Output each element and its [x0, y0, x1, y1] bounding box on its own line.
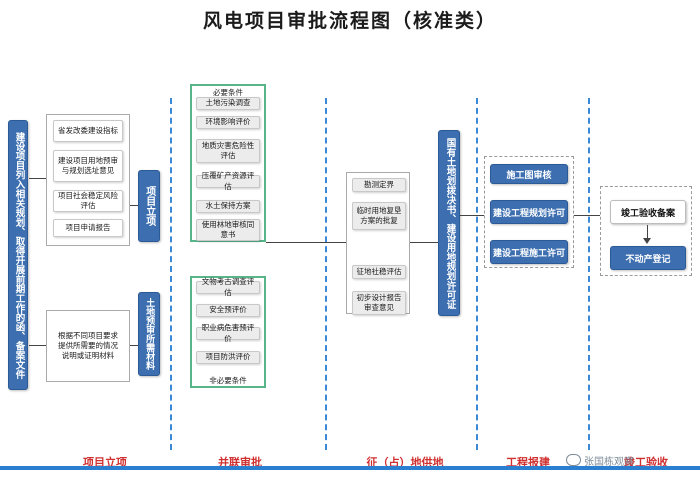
parallel-item: 水土保持方案: [196, 200, 260, 213]
left-prerequisite-bar: 建设项目列入相关规划、取得开展前期工作的函、备案文件: [8, 120, 28, 390]
connector-line: [574, 215, 600, 216]
stage-divider: [170, 98, 172, 450]
parallel-item: 地质灾害危险性评估: [196, 139, 260, 163]
optional-conditions-label: 非必要条件: [209, 376, 247, 385]
parallel-item: 文物考古调查评估: [196, 277, 260, 297]
connector-line: [266, 242, 346, 243]
project-approval-group: [46, 114, 130, 246]
approval-item: 项目申请报告: [53, 219, 123, 237]
land-supply-item: 征地社稳评估: [352, 265, 406, 279]
land-allocation-permit-bar: 国有土地划拨决书、建设用地规划许可证: [438, 130, 460, 316]
required-conditions-label: 必要条件: [213, 88, 243, 97]
timeline-baseline: [0, 466, 700, 470]
stage-label: 工程报建: [506, 456, 550, 469]
page-title: 风电项目审批流程图（核准类）: [202, 10, 497, 32]
optional-conditions-group: [190, 276, 266, 388]
stage-label: 项目立项: [83, 456, 127, 469]
connector-line: [130, 345, 138, 346]
real-estate-registration: 不动产登记: [610, 246, 686, 270]
arrow-down-icon: [643, 238, 651, 244]
connector-line: [29, 345, 47, 346]
stage-divider: [325, 98, 327, 450]
construction-work-permit: 建设工程施工许可: [490, 240, 568, 264]
left-prerequisite-text: 建设项目列入相关规划、取得开展前期工作的函、备案文件: [13, 131, 25, 379]
completion-acceptance-filing: 竣工验收备案: [610, 200, 686, 224]
approval-item: 省发改委建设指标: [53, 120, 123, 142]
stage-divider: [476, 98, 478, 450]
land-supply-item: 临时用地复垦方案的批复: [352, 202, 406, 230]
construction-drawing-review: 施工图审核: [490, 164, 568, 184]
land-supply-item: 初步设计报告审查意见: [352, 291, 406, 315]
construction-filing-group: [484, 156, 574, 268]
required-conditions-group: [190, 84, 266, 242]
completion-acceptance-group: [600, 186, 692, 276]
parallel-item: 项目防洪评价: [196, 351, 260, 364]
stage-label: 并联审批: [218, 456, 262, 469]
project-initiation-text: 项目立项: [143, 186, 155, 226]
approval-item: 项目社会稳定风险评估: [53, 190, 123, 212]
land-supply-item: 勘测定界: [352, 178, 406, 192]
extra-materials-note: 根据不同项目要求提供所需要的情况说明或证明材料: [52, 320, 124, 372]
connector-line: [647, 225, 648, 239]
stage-divider: [588, 98, 590, 450]
parallel-item: 安全预评价: [196, 304, 260, 317]
connector-line: [460, 215, 484, 216]
connector-line: [130, 205, 138, 206]
construction-planning-permit: 建设工程规划许可: [490, 200, 568, 224]
stage-label: 竣工验收: [624, 456, 668, 469]
parallel-item: 压覆矿产资源评估: [196, 171, 260, 191]
stage-label: 征（占）地供地: [366, 456, 444, 469]
watermark: 张国栋观察: [584, 457, 634, 468]
wechat-icon: [566, 454, 581, 466]
parallel-item: 使用林地审核同意书: [196, 219, 260, 241]
approval-item: 建设项目用地预审与规划选址意见: [53, 150, 123, 182]
land-allocation-permit-text: 国有土地划拨决书、建设用地规划许可证: [444, 137, 456, 309]
parallel-item: 职业病危害预评价: [196, 323, 260, 343]
project-initiation-bar: 项目立项: [138, 170, 160, 242]
parallel-item: 土地污染调查: [196, 97, 260, 110]
parallel-item: 环境影响评价: [196, 116, 260, 129]
land-preexam-materials-bar: 土地预审所需材料: [138, 292, 160, 376]
connector-line: [410, 242, 438, 243]
connector-line: [29, 178, 47, 179]
land-preexam-materials-text: 土地预审所需材料: [144, 298, 155, 370]
extra-materials-group: [46, 310, 130, 382]
